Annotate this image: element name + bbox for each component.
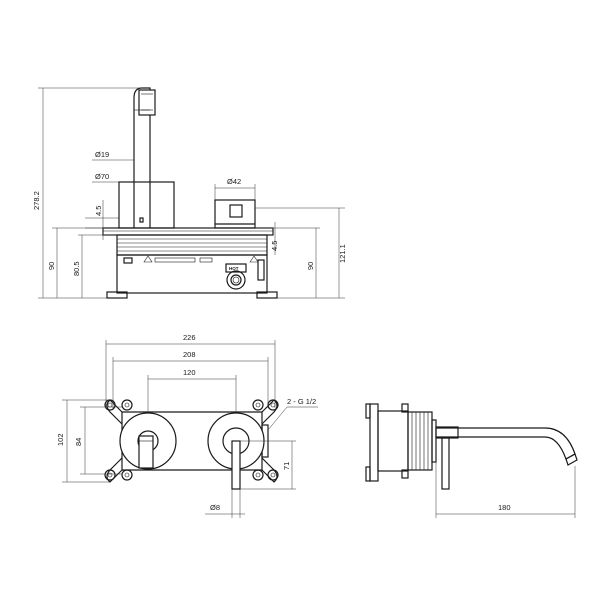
dim-226: 226	[183, 333, 196, 342]
dim-102: 102	[56, 433, 65, 446]
dim-121-1: 121.1	[338, 244, 347, 263]
dim-208: 208	[183, 350, 196, 359]
handle-lever	[231, 440, 241, 490]
dim-90-right: 90	[306, 262, 315, 270]
spout-outlet	[138, 89, 156, 116]
side-spout	[436, 427, 576, 460]
dim-80-5: 80.5	[72, 261, 81, 276]
plan-view: 226 208 120 102 84 2 - G 1/2	[56, 333, 318, 518]
concealed-box	[116, 254, 268, 294]
dim-g-1-2: 2 - G 1/2	[287, 397, 316, 406]
hot-label: HOT	[229, 266, 239, 271]
plan-dimensions: 226 208 120 102 84 2 - G 1/2	[56, 333, 318, 518]
dim-d42: Ø42	[227, 177, 241, 186]
dim-d70: Ø70	[95, 172, 109, 181]
dim-71: 71	[282, 462, 291, 470]
front-dimensions: 278.2 Ø19 Ø70 4.5 90 80.5 Ø42	[32, 87, 347, 299]
spout-pipe	[133, 98, 151, 228]
side-box	[377, 410, 409, 472]
dim-d8: Ø8	[210, 503, 220, 512]
side-cover-plate	[431, 419, 437, 463]
dim-4-5-right: 4.5	[270, 241, 279, 251]
cover-plate	[102, 227, 274, 236]
dim-84: 84	[74, 438, 83, 446]
box-foot-right	[256, 291, 278, 299]
dim-d19: Ø19	[95, 150, 109, 159]
spout-base-plate	[118, 181, 175, 229]
side-view: 180	[365, 403, 578, 518]
dim-4-5-left: 4.5	[94, 206, 103, 216]
dim-278-2: 278.2	[32, 191, 41, 210]
handle-knob	[229, 204, 243, 218]
side-lever	[441, 437, 450, 490]
dim-90-left: 90	[47, 262, 56, 270]
dim-180: 180	[498, 503, 511, 512]
front-view: HOT 278.2 Ø19 Ø70 4.5	[32, 87, 347, 299]
box-foot-left	[106, 291, 128, 299]
hot-inlet-outer	[226, 270, 246, 290]
housing-threads	[117, 238, 267, 252]
threaded-housing	[116, 234, 268, 256]
hot-label-box	[225, 263, 247, 273]
side-threads	[407, 411, 433, 471]
side-flange	[369, 403, 379, 482]
dim-120: 120	[183, 368, 196, 377]
